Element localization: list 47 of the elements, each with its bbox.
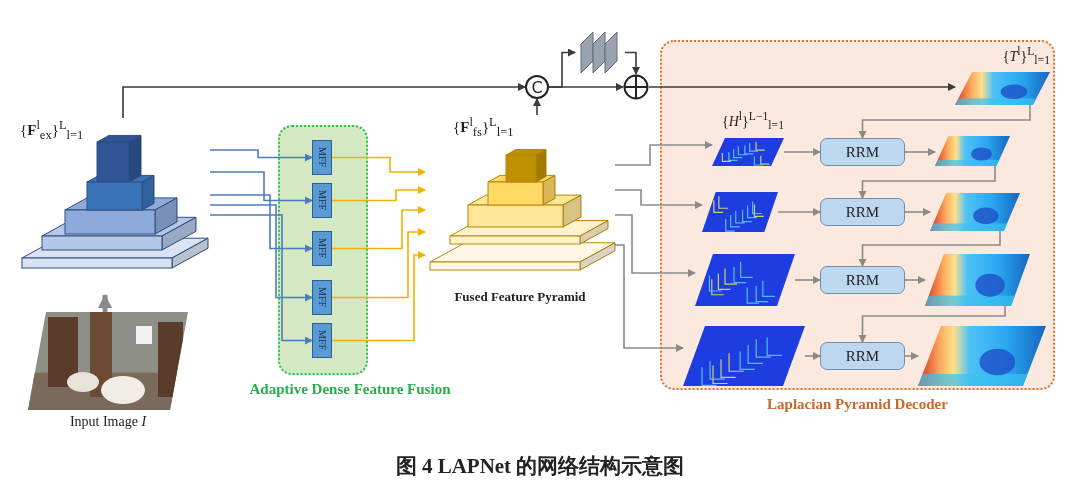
module-box: MFF (312, 140, 332, 175)
arrow (209, 149, 313, 162)
arrow (209, 214, 313, 345)
group-title: Adaptive Dense Feature Fusion (248, 381, 452, 398)
arrow (209, 204, 313, 302)
arrow (331, 186, 426, 202)
arrow (614, 141, 713, 166)
arrow (122, 83, 526, 119)
arrow (804, 352, 821, 360)
arrow (331, 156, 426, 176)
arrow (648, 83, 956, 91)
arrow (783, 148, 821, 156)
module-box: RRM (820, 198, 905, 226)
arrow (614, 244, 684, 352)
module-box: MFF (312, 231, 332, 266)
arrow (331, 228, 426, 299)
module-box: RRM (820, 138, 905, 166)
module-box: MFF (312, 280, 332, 315)
arrow (548, 83, 624, 91)
arrow (858, 165, 996, 199)
arrow (614, 189, 703, 209)
arrow (858, 230, 1001, 267)
arrow (533, 98, 541, 116)
image-label: Input Image I (68, 414, 148, 430)
concat-operator: C (525, 75, 549, 99)
arrow (858, 104, 1031, 139)
arrow (794, 276, 821, 284)
arrow (98, 294, 112, 312)
module-box: RRM (820, 342, 905, 370)
arrow (904, 208, 931, 216)
arrow (904, 148, 936, 156)
arrow (614, 214, 696, 277)
module-box: MFF (312, 183, 332, 218)
figure-caption: 图 4 LAPNet 的网络结构示意图 (394, 453, 686, 480)
arrow (331, 206, 426, 250)
arrow (331, 251, 426, 342)
arrow (904, 276, 926, 284)
module-box: RRM (820, 266, 905, 294)
arrow (624, 51, 640, 75)
arrow (858, 305, 1006, 343)
arrow (904, 352, 919, 360)
pyramid-caption: Fused Feature Pyramid (453, 289, 587, 305)
group-title: Laplacian Pyramid Decoder (766, 396, 949, 413)
arrow (777, 208, 821, 216)
module-box: MFF (312, 323, 332, 358)
arrow (209, 194, 313, 253)
arrow (209, 171, 313, 205)
